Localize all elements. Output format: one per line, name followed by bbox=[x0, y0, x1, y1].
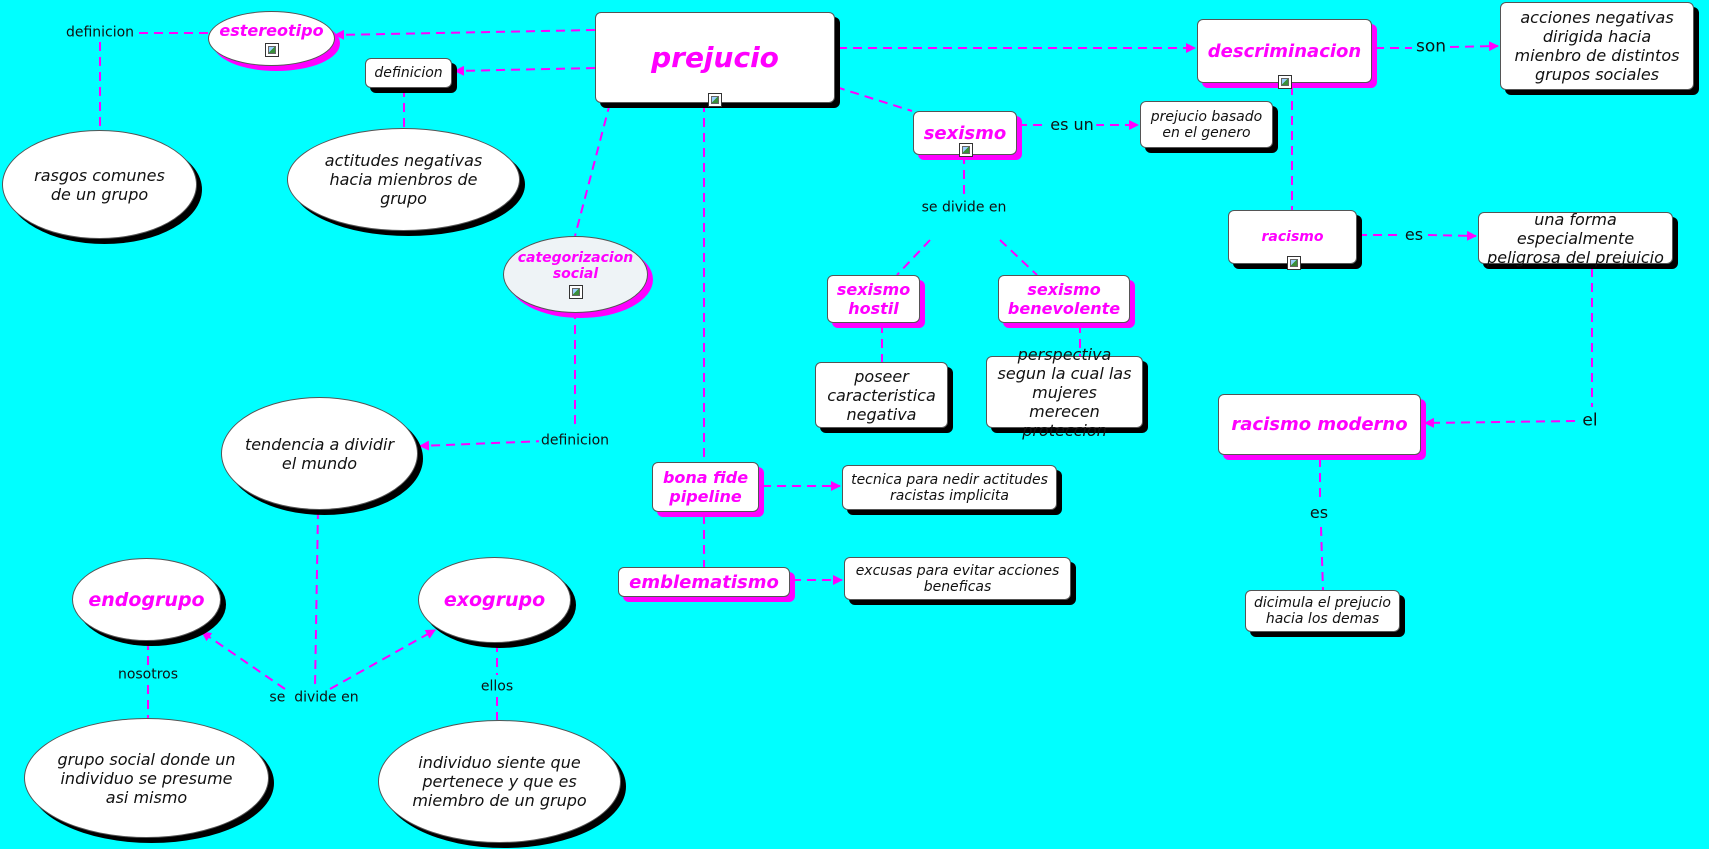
link-label-es: es bbox=[1307, 503, 1331, 523]
concept-excusas[interactable]: excusas para evitar acciones beneficas bbox=[844, 557, 1071, 600]
concept-tendencia[interactable]: tendencia a dividir el mundo bbox=[221, 397, 418, 510]
link-label-ellos: ellos bbox=[478, 678, 516, 695]
concept-label: estereotipo bbox=[219, 20, 324, 40]
document-icon[interactable] bbox=[708, 93, 722, 107]
concept-label: grupo social donde un individuo se presu… bbox=[57, 749, 236, 807]
concept-label: excusas para evitar acciones beneficas bbox=[855, 562, 1060, 595]
concept-rasgos-comunes[interactable]: rasgos comunes de un grupo bbox=[2, 130, 197, 239]
link-label-son: son bbox=[1413, 36, 1449, 57]
concept-label: emblematismo bbox=[629, 571, 779, 593]
concept-label: descriminacion bbox=[1207, 40, 1362, 62]
concept-forma-peligrosa[interactable]: una forma especialmente peligrosa del pr… bbox=[1478, 209, 1673, 267]
concept-dicimula[interactable]: dicimula el prejucio hacia los demas bbox=[1245, 590, 1400, 632]
concept-label: tecnica para nedir actitudes racistas im… bbox=[851, 471, 1048, 504]
concept-emblematismo[interactable]: emblematismo bbox=[618, 567, 790, 597]
concept-label: sexismo hostil bbox=[836, 280, 911, 318]
link-label-se-divide-en: se divide en bbox=[919, 199, 1009, 216]
concept-label: sexismo bbox=[923, 122, 1007, 144]
concept-prejucio[interactable]: prejucio bbox=[595, 12, 835, 107]
concept-bona-fide-pipeline[interactable]: bona fide pipeline bbox=[652, 462, 759, 512]
concept-label: perspectiva segun la cual las mujeres me… bbox=[997, 344, 1132, 440]
link-label-es-un: es un bbox=[1048, 115, 1096, 135]
concept-actitudes-negativas[interactable]: actitudes negativas hacia mienbros de gr… bbox=[287, 128, 520, 231]
link-label-es: es bbox=[1402, 225, 1426, 245]
concept-endogrupo[interactable]: endogrupo bbox=[72, 558, 221, 641]
concept-estereotipo[interactable]: estereotipo bbox=[208, 11, 335, 66]
link-label-nosotros: nosotros bbox=[115, 666, 181, 683]
concept-racismo-moderno[interactable]: racismo moderno bbox=[1218, 394, 1421, 455]
concept-exogrupo[interactable]: exogrupo bbox=[418, 557, 571, 643]
concept-label: bona fide pipeline bbox=[662, 468, 749, 506]
concept-prejuicio-genero[interactable]: prejucio basado en el genero bbox=[1140, 101, 1273, 148]
concept-label: una forma especialmente peligrosa del pr… bbox=[1487, 209, 1664, 267]
concept-label: individuo siente que pertenece y que es … bbox=[412, 753, 587, 810]
concept-label: prejucio basado en el genero bbox=[1150, 108, 1263, 141]
concept-perspectiva[interactable]: perspectiva segun la cual las mujeres me… bbox=[986, 345, 1143, 440]
concept-label: racismo moderno bbox=[1231, 414, 1408, 435]
concept-definicion[interactable]: definicion bbox=[365, 58, 452, 88]
concept-sexismo-benevolente[interactable]: sexismo benevolente bbox=[998, 275, 1130, 323]
concept-label: racismo bbox=[1261, 229, 1324, 245]
concept-acciones-negativas[interactable]: acciones negativas dirigida hacia mienbr… bbox=[1500, 2, 1694, 90]
concept-individuo[interactable]: individuo siente que pertenece y que es … bbox=[378, 720, 621, 843]
concept-categorizacion-social[interactable]: categorizacion social bbox=[503, 236, 648, 313]
image-icon[interactable] bbox=[264, 42, 279, 57]
image-icon[interactable] bbox=[1278, 75, 1292, 89]
concept-label: prejucio bbox=[651, 41, 779, 74]
concept-label: tendencia a dividir el mundo bbox=[244, 434, 395, 473]
concept-sexismo-hostil[interactable]: sexismo hostil bbox=[827, 275, 920, 323]
image-icon[interactable] bbox=[1287, 256, 1301, 270]
concept-label: poseer caracteristica negativa bbox=[827, 366, 936, 424]
concept-label: dicimula el prejucio hacia los demas bbox=[1254, 595, 1391, 627]
link-label-definicion: definicion bbox=[538, 432, 612, 449]
link-label-el: el bbox=[1580, 410, 1600, 431]
concept-poseer[interactable]: poseer caracteristica negativa bbox=[815, 362, 948, 428]
concept-grupo-social[interactable]: grupo social donde un individuo se presu… bbox=[24, 718, 269, 838]
link-label-definicion: definicion bbox=[63, 24, 137, 41]
concept-tecnica[interactable]: tecnica para nedir actitudes racistas im… bbox=[842, 465, 1057, 510]
concept-label: actitudes negativas hacia mienbros de gr… bbox=[324, 151, 483, 208]
concept-racismo[interactable]: racismo bbox=[1228, 210, 1357, 270]
link-label-se-divide-en: se divide en bbox=[267, 689, 361, 706]
concept-label: endogrupo bbox=[88, 588, 205, 611]
concept-label: acciones negativas dirigida hacia mienbr… bbox=[1514, 8, 1680, 84]
concept-label: rasgos comunes de un grupo bbox=[34, 165, 165, 204]
concept-descriminacion[interactable]: descriminacion bbox=[1197, 19, 1372, 89]
concept-sexismo[interactable]: sexismo bbox=[913, 111, 1017, 157]
concept-label: exogrupo bbox=[443, 589, 546, 611]
concept-label: definicion bbox=[374, 65, 443, 81]
concept-label: sexismo benevolente bbox=[1007, 280, 1121, 318]
image-icon[interactable] bbox=[568, 285, 583, 299]
concept-label: categorizacion social bbox=[517, 250, 634, 282]
image-icon[interactable] bbox=[959, 143, 973, 157]
